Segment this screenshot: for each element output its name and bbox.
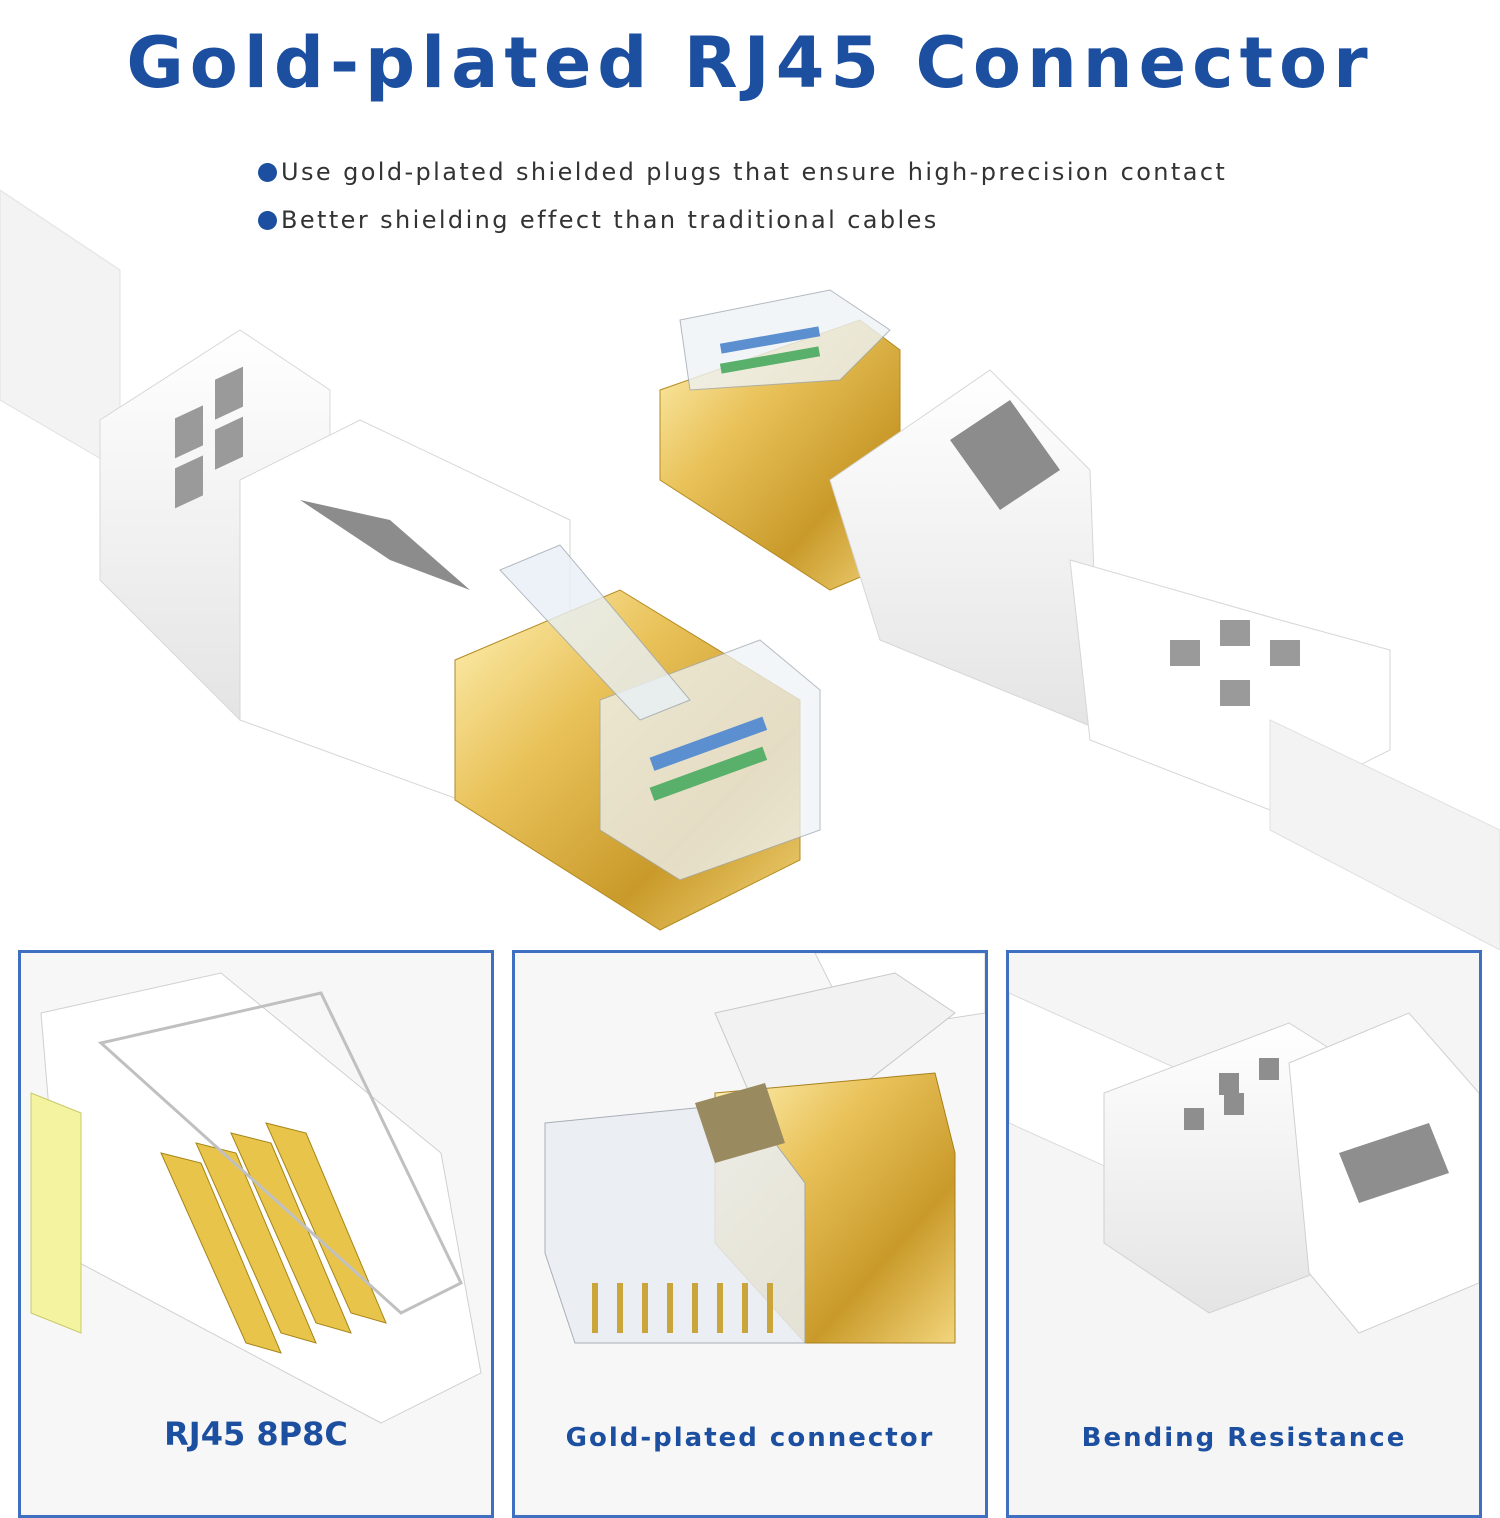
hero-connectors-illustration: [0, 189, 1500, 950]
detail-panel-gold-plated-connector: Gold-plated connector: [512, 950, 988, 1518]
feature-bullet: Better shielding effect than traditional…: [258, 200, 1227, 248]
panel-caption: RJ45 8P8C: [164, 1415, 348, 1453]
page-title: Gold-plated RJ45 Connector: [126, 22, 1374, 104]
pins-closeup-illustration: [21, 953, 491, 1513]
left-connector: [0, 189, 821, 931]
right-connector: [659, 289, 1500, 950]
gold-connector-illustration: [515, 953, 985, 1513]
detail-panel-bending-resistance: Bending Resistance: [1006, 950, 1482, 1518]
panel-caption: Gold-plated connector: [565, 1423, 935, 1453]
feature-bullet-text: Use gold-plated shielded plugs that ensu…: [281, 158, 1228, 186]
feature-bullet-text: Better shielding effect than traditional…: [281, 206, 939, 234]
feature-bullet-list: Use gold-plated shielded plugs that ensu…: [258, 152, 1227, 248]
bullet-dot-icon: [258, 211, 277, 230]
bending-closeup-illustration: [1009, 953, 1479, 1513]
panel-caption: Bending Resistance: [1081, 1423, 1407, 1453]
feature-bullet: Use gold-plated shielded plugs that ensu…: [258, 152, 1227, 200]
detail-panel-rj45-8p8c: RJ45 8P8C: [18, 950, 494, 1518]
bullet-dot-icon: [258, 163, 277, 182]
